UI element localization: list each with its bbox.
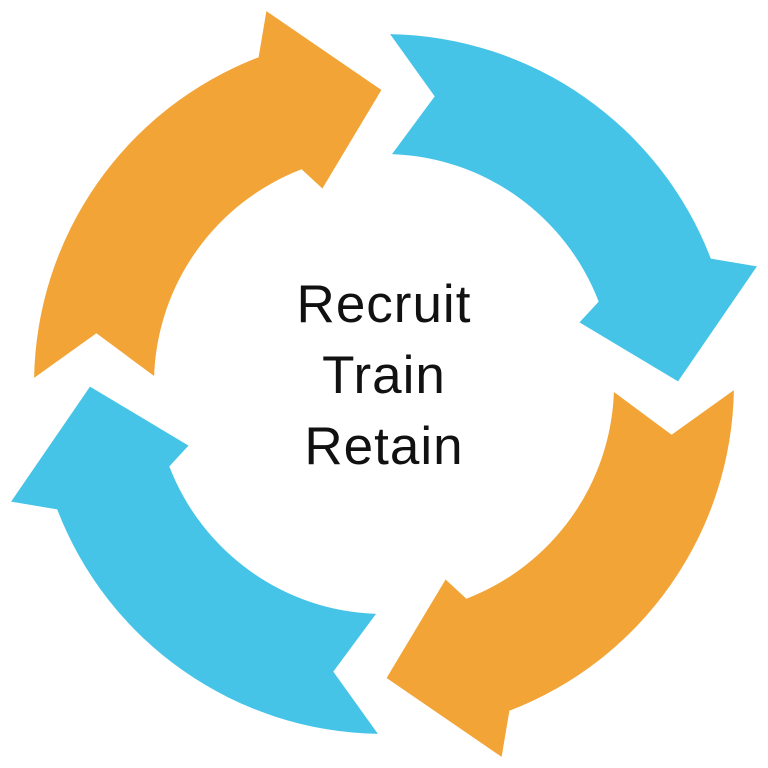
center-text-line-2: Train [322,346,446,405]
center-text-line-3: Retain [304,417,463,476]
center-text-line-1: Recruit [297,275,472,334]
